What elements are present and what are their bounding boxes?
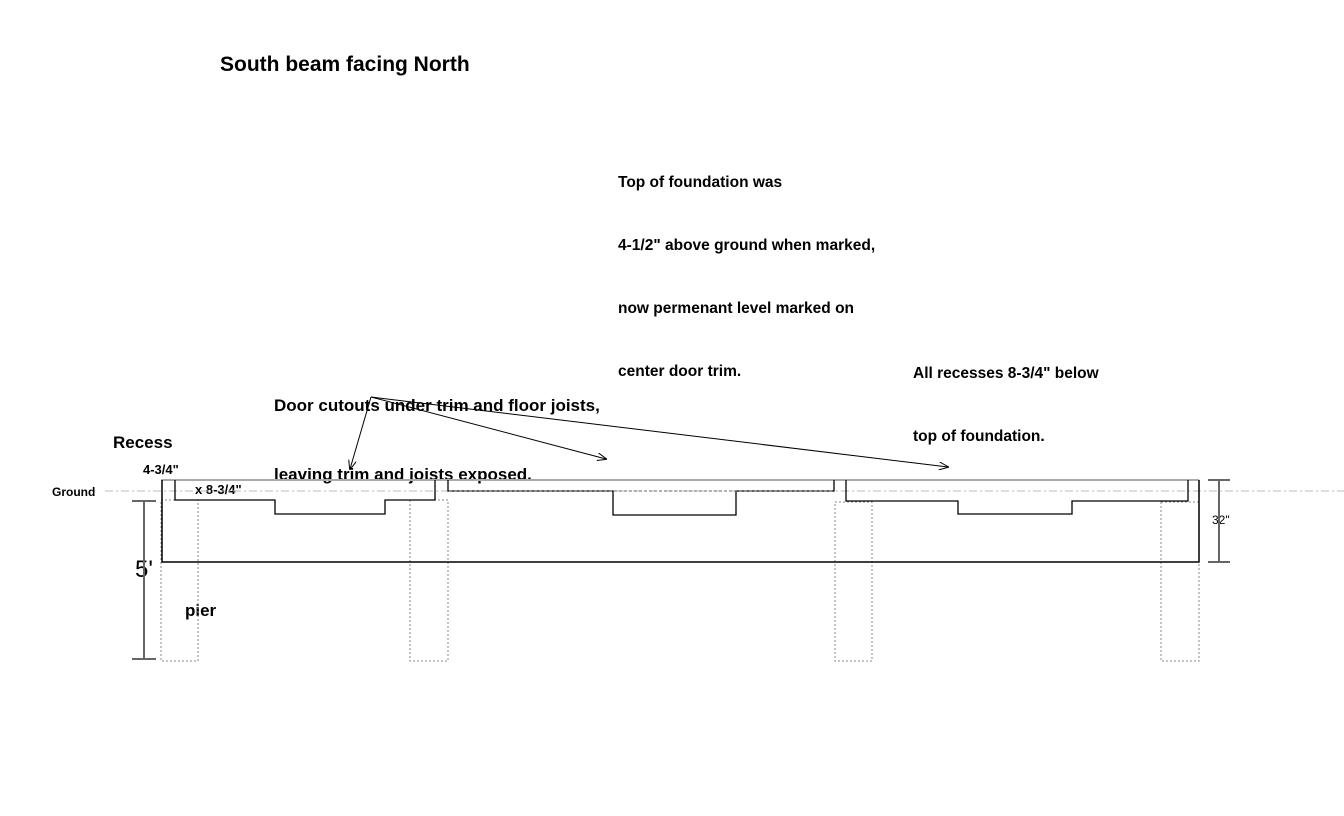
- recesses-note: All recesses 8-3/4" below top of foundat…: [913, 321, 1099, 468]
- pier: [409, 499, 449, 662]
- ground-label: Ground: [52, 485, 96, 499]
- pier: [1160, 501, 1200, 662]
- recess-depth-label: x 8-3/4": [195, 482, 242, 497]
- note-line: center door trim.: [618, 363, 742, 380]
- recess-label: Recess: [113, 433, 173, 452]
- beam-height-label: 32": [1212, 513, 1230, 527]
- recess-middle: [447, 480, 835, 516]
- drawing-title: South beam facing North: [220, 53, 470, 76]
- beam-outline: [161, 480, 1200, 563]
- pier-label: pier: [185, 601, 217, 620]
- pier-depth-dimension: [132, 500, 156, 660]
- arrow-right: [370, 396, 948, 467]
- arrow-middle: [370, 396, 606, 459]
- pier: [160, 499, 199, 662]
- pier: [834, 501, 873, 662]
- recess-left: [174, 480, 436, 515]
- note-line: 4-1/2" above ground when marked,: [618, 237, 876, 254]
- note-line: Door cutouts under trim and floor joists…: [274, 396, 600, 415]
- note-line: All recesses 8-3/4" below: [913, 365, 1099, 382]
- leader-arrows: [350, 396, 948, 469]
- foundation-note: Top of foundation was 4-1/2" above groun…: [618, 130, 875, 403]
- note-line: now permenant level marked on: [618, 300, 855, 317]
- beam-height-dimension: [1208, 479, 1230, 563]
- note-line: Top of foundation was: [618, 174, 783, 191]
- recess-right: [845, 480, 1189, 515]
- piers: [160, 499, 1200, 662]
- arrow-left: [350, 396, 372, 469]
- recess-width-label: 4-3/4": [143, 462, 179, 477]
- note-line: top of foundation.: [913, 428, 1045, 445]
